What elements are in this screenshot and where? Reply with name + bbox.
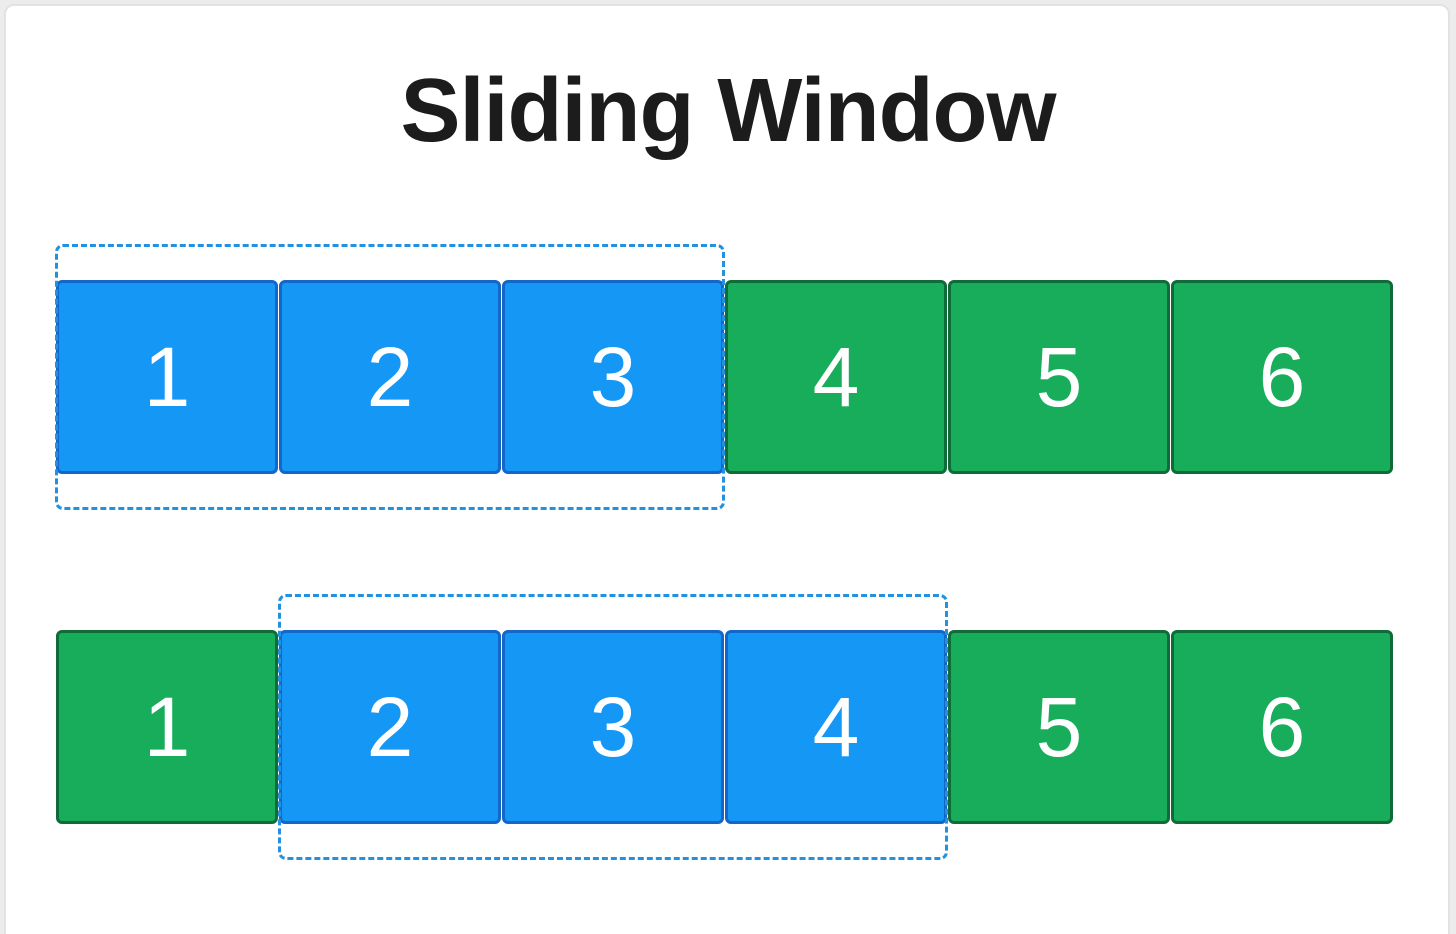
array-cell-2: 2 [279,630,501,824]
array-cell-1: 1 [56,280,278,474]
array-cell-6: 6 [1171,630,1393,824]
array-cell-3: 3 [502,630,724,824]
array-cell-1: 1 [56,630,278,824]
array-cell-4: 4 [725,280,947,474]
array-cell-2: 2 [279,280,501,474]
array-cell-4: 4 [725,630,947,824]
array-cell-3: 3 [502,280,724,474]
array-cell-5: 5 [948,630,1170,824]
array-cell-5: 5 [948,280,1170,474]
diagram-title: Sliding Window [400,61,1056,161]
array-cell-6: 6 [1171,280,1393,474]
